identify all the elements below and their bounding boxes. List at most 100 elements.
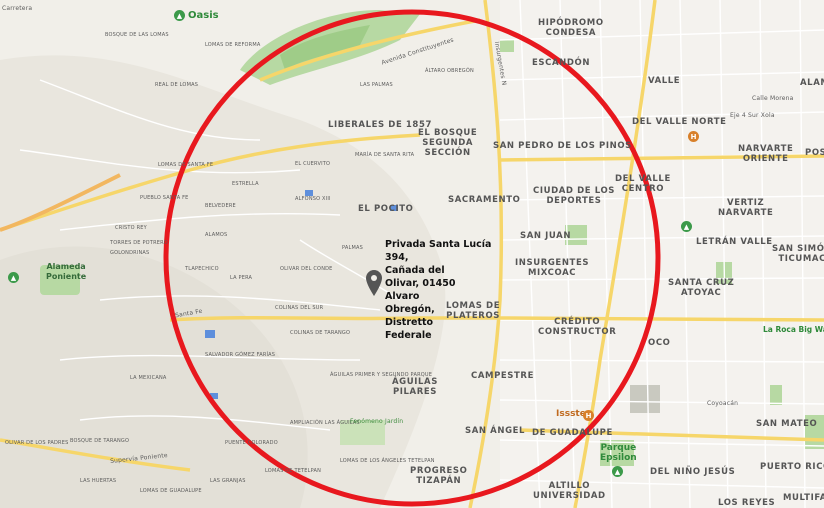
label-small: GOLONDRINAS	[110, 250, 150, 256]
label-small: LOMAS DE TETELPAN	[265, 468, 322, 474]
park-6	[770, 385, 782, 405]
label-puerto-rico: PUERTO RICO 20	[760, 462, 824, 472]
hospital-icon[interactable]: H	[583, 410, 594, 421]
label-small: LAS GRANJAS	[210, 478, 246, 484]
label-small: BOSQUE DE TARANGO	[70, 438, 130, 444]
label-small: MARÍA DE SANTA RITA	[355, 152, 415, 158]
label-small: LA MEXICANA	[130, 375, 167, 381]
label-del-nino-jesus: DEL NIÑO JESÚS	[650, 467, 736, 477]
label-small: Calle Morena	[752, 95, 794, 102]
label-small: OLIVAR DE LOS PADRES	[5, 440, 69, 446]
label-small: CRISTO REY	[115, 225, 147, 231]
label-small: ESTRELLA	[232, 181, 259, 187]
label-small: BOSQUE DE LAS LOMAS	[105, 32, 169, 38]
park-icon[interactable]: ▲	[681, 221, 692, 232]
label-small: BELVEDERE	[205, 203, 236, 209]
label-liberales: LIBERALES DE 1857	[328, 120, 432, 130]
label-la-roca: La Roca Big Wall	[763, 325, 824, 334]
label-small: LA PERA	[230, 275, 253, 281]
water-4	[210, 393, 218, 399]
park-icon[interactable]: ▲	[174, 10, 185, 21]
label-small: ALFONSO XIII	[295, 196, 331, 202]
highway	[0, 173, 121, 232]
label-san-angel: SAN ÁNGEL	[465, 426, 526, 436]
label-small: OLIVAR DEL CONDE	[280, 266, 333, 272]
label-small: LOMAS DE LOS ÁNGELES TETELPAN	[340, 458, 435, 464]
park-icon[interactable]: ▲	[612, 466, 623, 477]
label-san-simon: SAN SIMÓNTICUMAC	[772, 244, 824, 264]
park-icon[interactable]: ▲	[8, 272, 19, 283]
park-forest	[280, 25, 370, 70]
park-alameda	[40, 265, 80, 295]
water-3	[390, 205, 398, 211]
hospital-icon[interactable]: H	[688, 131, 699, 142]
label-escandon: ESCANDÓN	[532, 58, 591, 68]
label-small: PUENTE COLORADO	[225, 440, 278, 446]
label-oco: OCO	[648, 338, 671, 348]
park-4	[630, 385, 660, 413]
label-small: SALVADOR GÓMEZ FARÍAS	[205, 352, 276, 358]
urban-east	[500, 0, 824, 508]
label-small: LOMAS DE GUADALUPE	[140, 488, 202, 494]
label-small: LOMAS DE REFORMA	[205, 42, 261, 48]
water-2	[305, 190, 313, 196]
label-san-mateo: SAN MATEO	[756, 419, 818, 429]
label-small: COLINAS DE TARANGO	[290, 330, 351, 336]
label-small: PUEBLO SANTA FE	[140, 195, 189, 201]
location-pin-icon[interactable]	[366, 270, 382, 296]
park-1	[565, 225, 587, 245]
label-de-guadalupe: DE GUADALUPE	[532, 428, 613, 438]
pin-address-label: Privada Santa Lucía 394, Cañada del Oliv…	[385, 239, 492, 341]
park-8	[500, 40, 514, 52]
park-5	[340, 420, 385, 445]
label-post: POST	[805, 148, 824, 158]
label-oasis: Oasis	[188, 10, 219, 21]
park-3	[600, 440, 634, 466]
label-el-pocito: EL POCITO	[358, 204, 414, 214]
label-small: ÁGUILAS PRIMER Y SEGUNDO PARQUE	[330, 372, 433, 378]
label-small: Coyoacán	[707, 400, 739, 407]
label-small: TLAPECHICO	[185, 266, 219, 272]
label-alam: ALAM	[800, 78, 824, 88]
label-letran-valle: LETRÁN VALLE	[696, 237, 773, 247]
label-small: Eje 4 Sur Xola	[730, 112, 775, 119]
label-small: REAL DE LOMAS	[155, 82, 199, 88]
label-valle: VALLE	[648, 76, 681, 86]
label-small: PALMAS	[342, 245, 364, 251]
label-small: LOMAS DE SANTA FE	[158, 162, 214, 168]
label-san-pedro: SAN PEDRO DE LOS PINOS	[493, 141, 632, 151]
label-los-reyes: LOS REYES	[718, 498, 776, 508]
label-campestre: CAMPESTRE	[471, 371, 534, 381]
label-issste: Issste	[556, 409, 586, 419]
label-small: LAS PALMAS	[360, 82, 393, 88]
label-multifam: MULTIFAM	[783, 493, 824, 503]
terrain-shade-2	[0, 246, 308, 508]
label-del-valle-norte: DEL VALLE NORTE	[632, 117, 727, 127]
label-small: COLINAS DEL SUR	[275, 305, 324, 311]
label-small: TORRES DE POTRERO	[110, 240, 168, 246]
water-1	[205, 330, 215, 338]
label-small: ÁLTARO OBREGÓN	[425, 68, 474, 74]
label-small: Fenómeno Jardín	[350, 418, 404, 425]
label-sacramento: SACRAMENTO	[448, 195, 521, 205]
label-san-juan: SAN JUAN	[520, 231, 572, 241]
label-small: ALAMOS	[205, 232, 228, 238]
label-small: EL CUERVITO	[295, 161, 331, 167]
road-label-carretera: Carretera	[2, 5, 33, 12]
